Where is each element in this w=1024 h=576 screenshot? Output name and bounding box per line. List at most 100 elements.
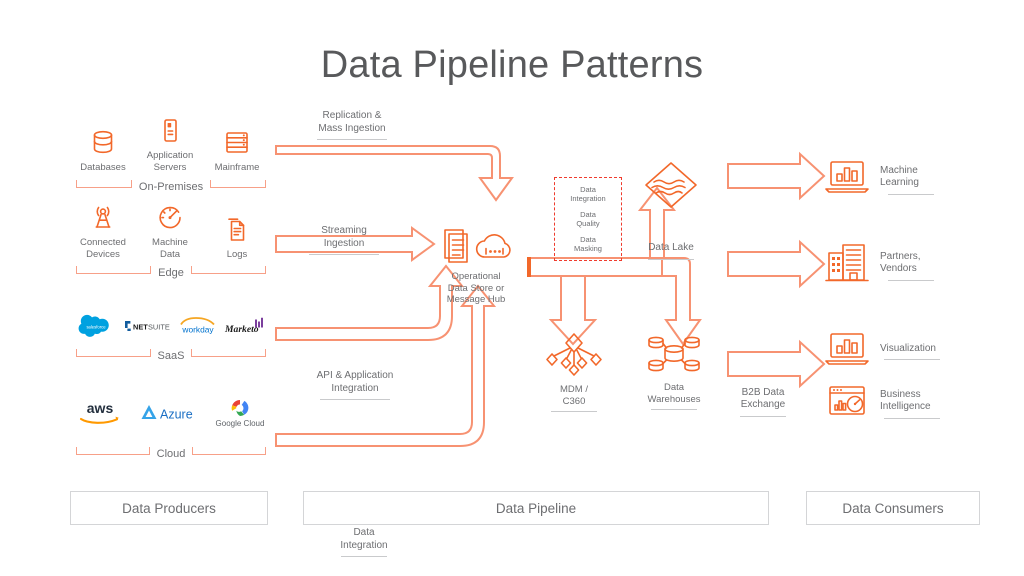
bracket-label: Cloud xyxy=(156,448,186,460)
svg-text:Marketo: Marketo xyxy=(224,324,259,335)
consumer-line2: Intelligence xyxy=(880,401,944,414)
logs-icon xyxy=(228,217,245,241)
flow-line2: Mass Ingestion xyxy=(318,122,386,134)
governance-item-data-quality: Data Quality xyxy=(576,210,600,228)
laptop-chart-icon xyxy=(825,161,869,193)
svg-text:NET: NET xyxy=(133,322,148,331)
footer-data-consumers: Data Consumers xyxy=(806,491,980,525)
consumer-line1: Partners, xyxy=(880,250,921,262)
workday-logo: workday xyxy=(180,317,215,335)
flow-line1: Replication & xyxy=(322,110,382,121)
producer-label-line2: Devices xyxy=(86,248,120,260)
consumer-line2: Learning xyxy=(880,177,942,190)
producer-label-line2: Servers xyxy=(153,161,187,173)
producer-item-salesforce[interactable]: salesforce xyxy=(74,314,120,338)
governance-box: Data Integration Data Quality Data Maski… xyxy=(554,177,622,261)
consumer-item-partners-vendors[interactable]: Partners, Vendors xyxy=(824,240,942,286)
bracket-on-premises: On-Premises xyxy=(76,176,266,193)
bracket-label: Edge xyxy=(158,267,184,279)
flow-label-replication: Replication & Mass Ingestion xyxy=(292,110,412,135)
producer-item-logs[interactable]: Logs xyxy=(206,217,268,261)
arrow-to-visualization xyxy=(727,339,826,389)
producer-item-aws[interactable]: aws xyxy=(74,400,128,426)
data-warehouse-icon xyxy=(648,336,700,372)
b2b-data-exchange-label: B2B Data Exchange xyxy=(726,387,800,412)
governance-item-data-integration: Data Integration xyxy=(570,185,606,203)
dashboard-gauge-icon xyxy=(829,386,865,415)
svg-text:aws: aws xyxy=(87,400,114,416)
netsuite-logo: NET SUITE xyxy=(124,321,170,331)
flow-label-api-integration: API & Application Integration xyxy=(288,370,422,395)
arrow-data-integration xyxy=(275,284,497,447)
producer-item-netsuite[interactable]: NET SUITE xyxy=(123,318,173,334)
governance-item-data-masking: Data Masking xyxy=(574,235,602,253)
flow-label-streaming: Streaming Ingestion xyxy=(292,225,396,250)
arrow-to-partners-vendors xyxy=(727,239,826,289)
flow-line1: Data xyxy=(353,527,375,538)
producer-item-azure[interactable]: Azure xyxy=(139,402,201,424)
producer-label-line1: Connected xyxy=(80,237,126,248)
arrow-to-machine-learning xyxy=(727,151,826,201)
footer-data-producers: Data Producers xyxy=(70,491,268,525)
buildings-icon xyxy=(825,244,869,282)
consumer-line1: Machine xyxy=(880,164,918,176)
producer-item-databases[interactable]: Databases xyxy=(72,130,134,174)
consumer-item-business-intelligence[interactable]: Business Intelligence xyxy=(824,382,944,420)
hub-line2: Data Store or xyxy=(447,282,505,294)
svg-text:salesforce: salesforce xyxy=(86,324,106,329)
b2b-line1: B2B Data xyxy=(741,386,785,398)
producer-item-workday[interactable]: workday xyxy=(175,317,221,335)
store-line1: Data xyxy=(663,382,685,393)
bracket-cloud: Cloud xyxy=(76,443,266,460)
gauge-icon xyxy=(159,206,181,229)
svg-text:SUITE: SUITE xyxy=(148,322,170,331)
flow-line2: Integration xyxy=(331,382,379,394)
marketo-logo: Marketo xyxy=(224,317,263,335)
pipeline-node-operational-data-store[interactable]: Operational Data Store or Message Hub xyxy=(432,226,520,306)
producer-item-connected-devices[interactable]: Connected Devices xyxy=(72,205,134,260)
footer-data-pipeline: Data Pipeline xyxy=(303,491,769,525)
aws-logo: aws xyxy=(79,400,119,424)
laptop-chart-icon xyxy=(825,333,869,365)
pipeline-bus-cap xyxy=(527,257,531,277)
mainframe-icon xyxy=(226,131,248,153)
producer-item-mainframe[interactable]: Mainframe xyxy=(206,130,268,174)
store-line2: C360 xyxy=(540,396,608,408)
pipeline-node-mdm[interactable]: MDM / C360 xyxy=(540,332,608,407)
producer-label: Mainframe xyxy=(214,161,260,173)
arrow-replication-mass-ingestion xyxy=(275,145,514,202)
consumer-line2: Vendors xyxy=(880,263,942,276)
producer-group-edge: Connected Devices Machine Data xyxy=(72,205,268,260)
flow-line2: Integration xyxy=(340,539,388,551)
pipeline-node-data-lake[interactable] xyxy=(643,160,699,210)
bracket-label: On-Premises xyxy=(138,181,204,193)
mdm-hierarchy-icon xyxy=(546,333,602,376)
producer-item-google-cloud[interactable]: Google Cloud xyxy=(212,396,268,430)
bracket-label: SaaS xyxy=(157,350,185,362)
bracket-edge: Edge xyxy=(76,262,267,279)
page-title: Data Pipeline Patterns xyxy=(320,44,704,86)
store-line2: Warehouses xyxy=(636,394,712,406)
producer-item-application-servers[interactable]: Application Servers xyxy=(139,118,201,173)
consumer-item-machine-learning[interactable]: Machine Learning xyxy=(824,158,942,196)
documents-cloud-icon xyxy=(444,229,511,263)
svg-text:workday: workday xyxy=(182,325,215,335)
flow-line1: Streaming xyxy=(321,225,367,236)
data-lake-icon xyxy=(645,162,697,208)
pipeline-node-data-warehouses[interactable]: Data Warehouses xyxy=(636,332,712,405)
svg-text:Azure: Azure xyxy=(160,408,193,422)
google-cloud-logo: Google Cloud xyxy=(216,400,264,428)
azure-logo: Azure xyxy=(141,405,193,422)
consumer-line1: Visualization xyxy=(880,343,944,356)
producer-item-machine-data[interactable]: Machine Data xyxy=(139,205,201,260)
store-label-data-lake: Data Lake xyxy=(632,242,710,255)
flow-line2: Ingestion xyxy=(323,237,365,249)
consumer-line1: Business xyxy=(880,388,921,400)
producer-label: Logs xyxy=(226,248,248,260)
hub-line3: Message Hub xyxy=(446,294,506,305)
producer-item-marketo[interactable]: Marketo xyxy=(224,317,268,335)
consumer-item-visualization[interactable]: Visualization xyxy=(824,330,944,368)
antenna-icon xyxy=(95,206,111,228)
server-icon xyxy=(164,119,177,142)
